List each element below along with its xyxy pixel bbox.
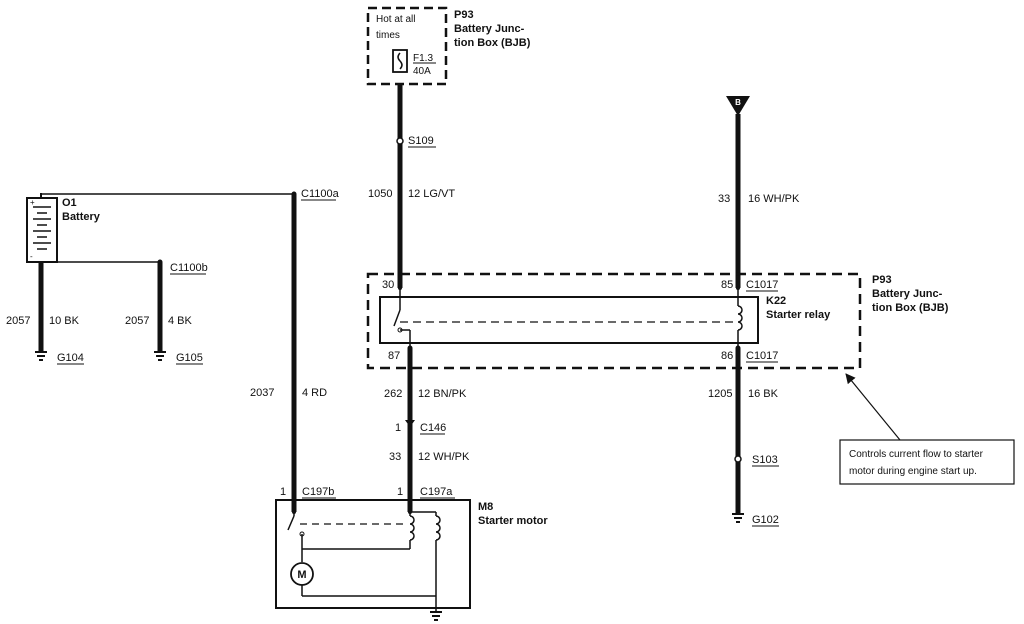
wire-1050-circuit: 1050	[368, 188, 392, 200]
connector-c1100a: C1100a	[301, 188, 340, 200]
fuse-element-icon	[397, 52, 403, 70]
ground-g105: G105	[176, 352, 203, 364]
bjb-fuse-box: Hot at all times F1.3 40A	[366, 6, 448, 86]
connector-c1017-top: C1017	[746, 279, 778, 291]
bjb-top-title-1: P93	[454, 9, 474, 21]
svg-text:-: -	[30, 252, 33, 261]
pin-30: 30	[382, 279, 394, 291]
starter-solenoid-switch-icon	[287, 510, 410, 562]
motor-icon: M	[290, 562, 436, 597]
ground-g102: G102	[752, 514, 779, 526]
splice-s103-dot	[734, 455, 742, 463]
starter-id: M8	[478, 501, 493, 513]
b-terminal-label: B	[735, 98, 741, 107]
ground-g105-icon	[154, 351, 166, 361]
connector-c146-icon	[405, 420, 415, 427]
hot-at-all-times-line2: times	[376, 30, 400, 41]
relay-name: Starter relay	[766, 309, 831, 321]
wire-1205-spec: 16 BK	[748, 388, 779, 400]
pin-85: 85	[721, 279, 733, 291]
splice-s109: S109	[408, 135, 434, 147]
wire-1050-spec: 12 LG/VT	[408, 188, 455, 200]
callout-arrow	[845, 373, 901, 441]
relay-id: K22	[766, 295, 786, 307]
battery-name: Battery	[62, 211, 101, 223]
wire-1205-circuit: 1205	[708, 388, 732, 400]
wire-2057-b-circuit: 2057	[125, 315, 149, 327]
wire-33-lower-circuit: 33	[389, 451, 401, 463]
starter-motor-m8	[275, 499, 471, 609]
ground-g104-icon	[35, 351, 47, 361]
bjb-side-title-1: P93	[872, 274, 892, 286]
pin-87: 87	[388, 350, 400, 362]
starter-name: Starter motor	[478, 515, 548, 527]
fuse-id: F1.3	[413, 53, 433, 64]
callout-line2: motor during engine start up.	[849, 466, 977, 477]
wire-2057-a-spec: 10 BK	[49, 315, 80, 327]
wire-262-spec: 12 BN/PK	[418, 388, 467, 400]
connector-c1100b: C1100b	[170, 262, 208, 274]
callout-line1: Controls current flow to starter	[849, 449, 984, 460]
wire-33-lower-spec: 12 WH/PK	[418, 451, 470, 463]
wire-2037-circuit: 2037	[250, 387, 274, 399]
wire-33-top-spec: 16 WH/PK	[748, 193, 800, 205]
pin-86: 86	[721, 350, 733, 362]
starter-ground-icon	[430, 608, 442, 621]
callout-box	[839, 439, 1015, 485]
fuse-rating: 40A	[413, 66, 431, 77]
bjb-top-title-2: Battery Junc-	[454, 23, 525, 35]
bjb-top-title-3: tion Box (BJB)	[454, 37, 531, 49]
splice-s109-dot	[396, 137, 404, 145]
starter-coils-icon	[408, 510, 441, 608]
bjb-relay-box	[366, 272, 862, 370]
connector-c197b: C197b	[302, 486, 334, 498]
ground-g104: G104	[57, 352, 84, 364]
relay-k22	[379, 296, 759, 344]
connector-c146: C146	[420, 422, 446, 434]
battery-o1: + -	[26, 193, 58, 263]
connector-c197a: C197a	[420, 486, 453, 498]
wire-262-circuit: 262	[384, 388, 402, 400]
splice-s103: S103	[752, 454, 778, 466]
bjb-side-title-2: Battery Junc-	[872, 288, 943, 300]
relay-switch-icon	[393, 286, 735, 348]
hot-at-all-times-line1: Hot at all	[376, 14, 415, 25]
connector-c1017-bottom: C1017	[746, 350, 778, 362]
wire-2057-b-spec: 4 BK	[168, 315, 193, 327]
wire-2057-a-circuit: 2057	[6, 315, 30, 327]
b-terminal-icon	[726, 96, 750, 116]
battery-id: O1	[62, 197, 77, 209]
relay-coil-icon	[736, 286, 743, 348]
pin-1-c197a: 1	[397, 486, 403, 498]
svg-text:+: +	[30, 198, 35, 207]
wire-33-top-circuit: 33	[718, 193, 730, 205]
pin-1-c146: 1	[395, 422, 401, 434]
bjb-side-title-3: tion Box (BJB)	[872, 302, 949, 314]
motor-symbol: M	[297, 569, 306, 581]
wire-2037-spec: 4 RD	[302, 387, 327, 399]
pin-1-c197b: 1	[280, 486, 286, 498]
ground-g102-icon	[732, 513, 744, 523]
